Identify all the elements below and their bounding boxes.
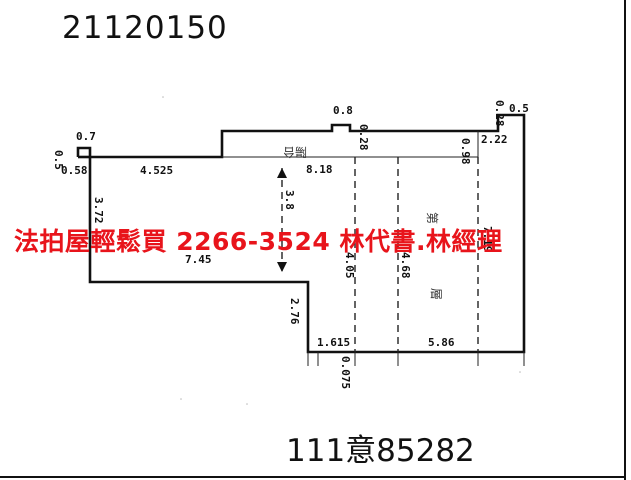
dim-4-05: 4.05 xyxy=(343,252,356,279)
outer-walls xyxy=(76,113,526,354)
dim-0-5-top: 0.5 xyxy=(509,102,529,115)
scan-speck xyxy=(246,403,248,405)
dim-4-525: 4.525 xyxy=(140,164,173,177)
dim-0-28-right: 0.28 xyxy=(493,100,506,127)
frame-right-edge xyxy=(624,0,626,480)
dim-2-22: 2.22 xyxy=(481,133,508,146)
balcony-label: 陽台 xyxy=(283,145,307,160)
dim-3-8: 3.8 xyxy=(283,190,296,210)
floor-label-layer: 層 xyxy=(429,288,443,300)
dim-5-86: 5.86 xyxy=(428,336,455,349)
dim-0-58: 0.58 xyxy=(61,164,88,177)
dim-2-76: 2.76 xyxy=(288,298,301,325)
dim-0-8: 0.8 xyxy=(333,104,353,117)
floor-label-first: 第 xyxy=(425,212,439,224)
dim-0-28-left: 0.28 xyxy=(357,124,370,151)
balcony-divider xyxy=(222,131,479,158)
scan-speck xyxy=(180,398,182,400)
scan-speck xyxy=(162,96,164,98)
document-code: 21120150 xyxy=(62,10,228,46)
case-number: 111意85282 xyxy=(286,433,475,469)
dim-3-72: 3.72 xyxy=(92,197,105,224)
scan-speck xyxy=(519,371,521,373)
dim-7-45: 7.45 xyxy=(185,253,212,266)
frame-bottom-edge xyxy=(0,476,626,478)
dim-8-18: 8.18 xyxy=(306,163,333,176)
dim-0-7: 0.7 xyxy=(76,130,96,143)
dim-0-5-left: 0.5 xyxy=(52,150,65,170)
dashed-partitions xyxy=(281,157,479,352)
arrows xyxy=(277,168,525,366)
dim-0-98: 0.98 xyxy=(459,138,472,165)
dim-0-075: 0.075 xyxy=(339,356,352,389)
dim-4-68: 4.68 xyxy=(399,252,412,279)
promo-banner: 法拍屋輕鬆買 2266-3524 林代書.林經理 xyxy=(14,227,503,256)
dim-7-19: 7.19 xyxy=(481,226,494,253)
dim-1-615: 1.615 xyxy=(317,336,350,349)
